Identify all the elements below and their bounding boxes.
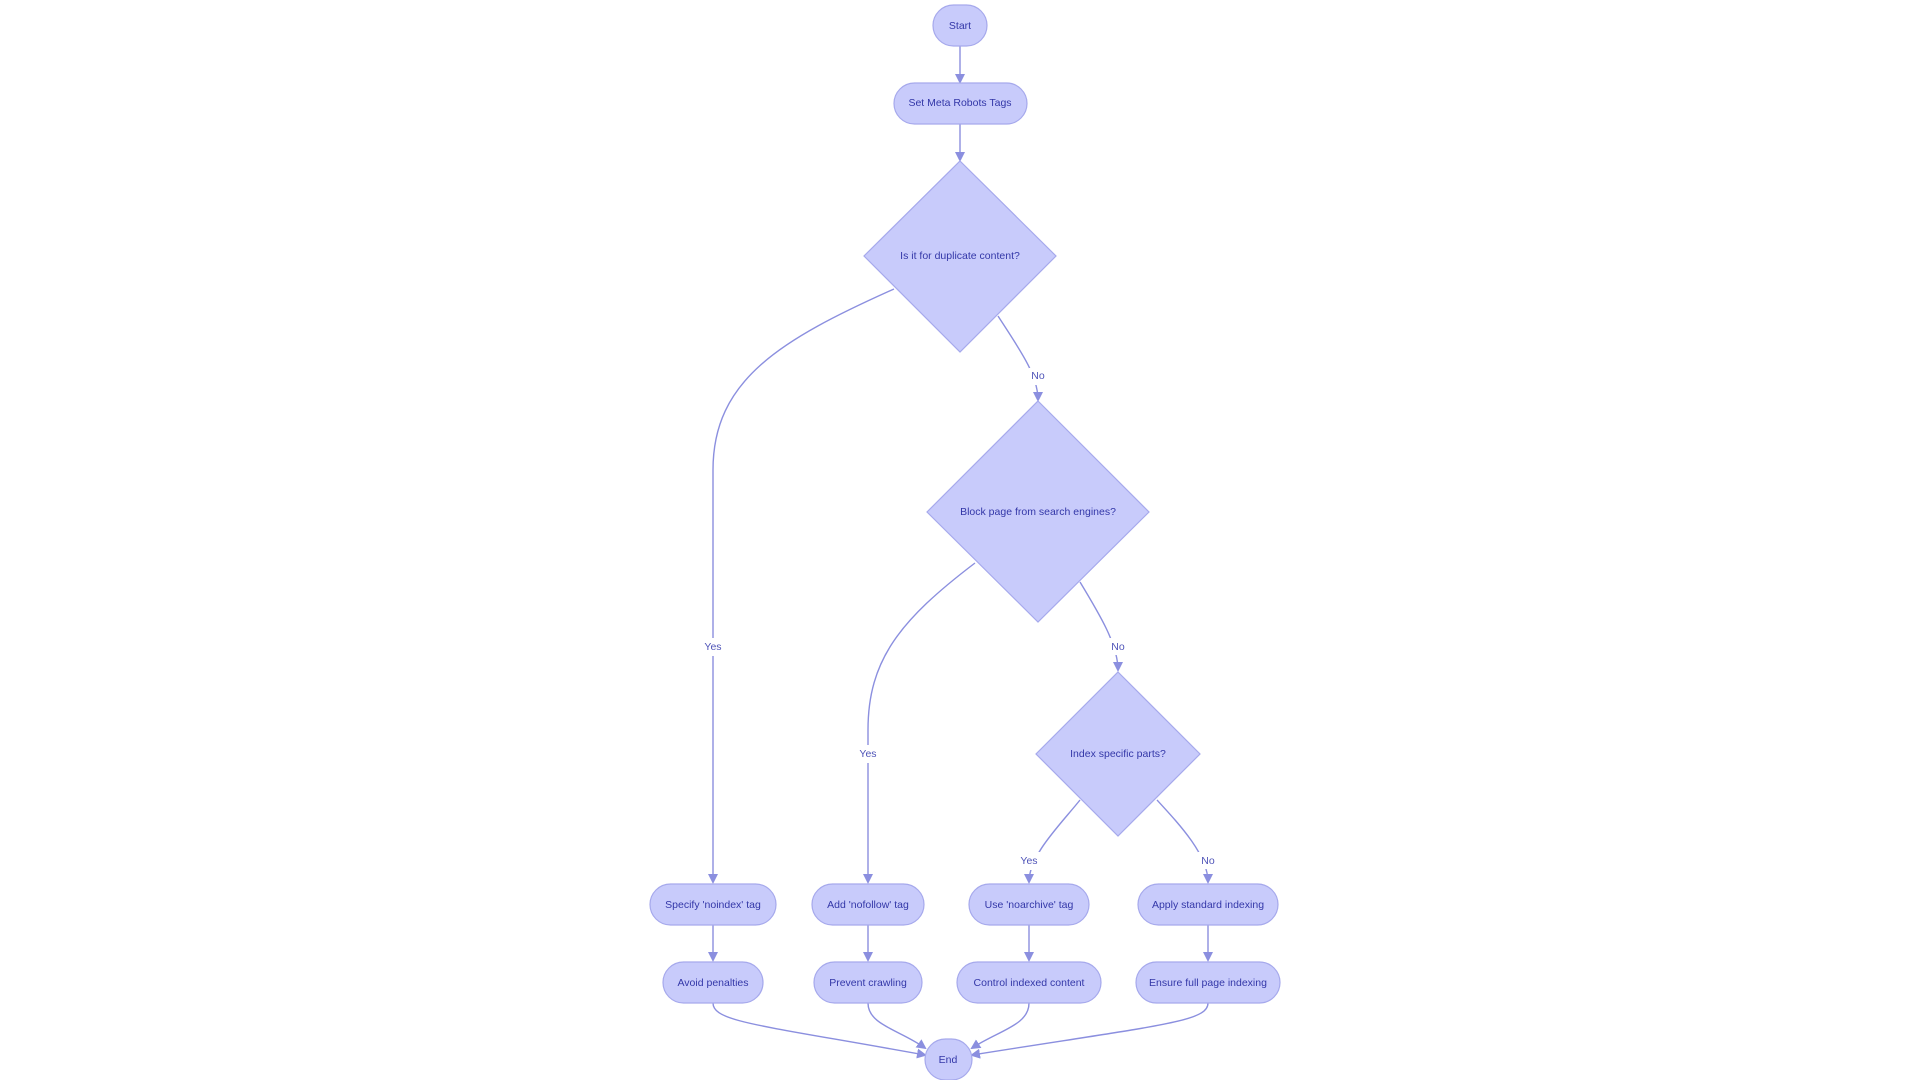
edge-label-dup-no: No xyxy=(1029,368,1049,385)
node-duplicate-content-decision[interactable]: Is it for duplicate content? xyxy=(863,160,1057,353)
edge-block-page-no xyxy=(1079,581,1123,672)
node-standard-indexing[interactable]: Apply standard indexing xyxy=(1137,883,1279,926)
edge-label-parts-no: No xyxy=(1198,852,1218,869)
node-set-meta-robots-tags[interactable]: Set Meta Robots Tags xyxy=(893,82,1028,125)
edge-index-parts-yes xyxy=(1024,799,1081,884)
node-standard-indexing-label: Apply standard indexing xyxy=(1152,899,1264,911)
edge-label-block-no-text: No xyxy=(1111,641,1125,653)
edge-label-block-yes: Yes xyxy=(855,745,881,763)
node-nofollow-tag[interactable]: Add 'nofollow' tag xyxy=(811,883,925,926)
node-noarchive-tag-label: Use 'noarchive' tag xyxy=(985,899,1074,911)
node-index-parts-decision-label: Index specific parts? xyxy=(1070,748,1166,760)
node-full-page-indexing-label: Ensure full page indexing xyxy=(1149,977,1267,989)
node-start[interactable]: Start xyxy=(932,4,988,47)
edge-index-parts-no xyxy=(1156,799,1213,884)
node-block-page-decision[interactable]: Block page from search engines? xyxy=(926,400,1150,623)
edge-label-block-yes-text: Yes xyxy=(859,748,876,760)
edge-label-parts-no-text: No xyxy=(1201,855,1215,867)
edge-label-dup-yes: Yes xyxy=(700,638,726,656)
node-prevent-crawling[interactable]: Prevent crawling xyxy=(813,961,923,1004)
edge-label-dup-yes-text: Yes xyxy=(704,641,721,653)
nodes: Start Set Meta Robots Tags Is it for dup… xyxy=(649,4,1281,1080)
node-avoid-penalties[interactable]: Avoid penalties xyxy=(662,961,764,1004)
node-control-indexed-content[interactable]: Control indexed content xyxy=(956,961,1102,1004)
node-start-label: Start xyxy=(949,20,971,32)
edge-avoid-to-end xyxy=(712,1002,927,1059)
node-end-label: End xyxy=(939,1054,958,1066)
node-nofollow-tag-label: Add 'nofollow' tag xyxy=(827,899,909,911)
edge-prevent-to-end xyxy=(867,1002,927,1050)
edge-block-page-yes xyxy=(863,562,976,884)
edge-label-block-no: No xyxy=(1108,638,1128,655)
node-avoid-penalties-label: Avoid penalties xyxy=(677,977,748,989)
node-duplicate-content-decision-label: Is it for duplicate content? xyxy=(900,250,1020,262)
edge-full-to-end xyxy=(970,1002,1209,1059)
node-end[interactable]: End xyxy=(924,1038,973,1080)
edge-control-to-end xyxy=(970,1002,1030,1050)
node-block-page-decision-label: Block page from search engines? xyxy=(960,506,1116,518)
node-noindex-tag[interactable]: Specify 'noindex' tag xyxy=(649,883,777,926)
node-set-meta-robots-tags-label: Set Meta Robots Tags xyxy=(908,97,1011,109)
edges xyxy=(708,46,1213,1059)
edge-dup-content-yes xyxy=(708,288,895,884)
edge-dup-content-no xyxy=(997,315,1043,402)
edge-label-parts-yes-text: Yes xyxy=(1020,855,1037,867)
node-prevent-crawling-label: Prevent crawling xyxy=(829,977,907,989)
node-noarchive-tag[interactable]: Use 'noarchive' tag xyxy=(968,883,1090,926)
node-noindex-tag-label: Specify 'noindex' tag xyxy=(665,899,761,911)
node-full-page-indexing[interactable]: Ensure full page indexing xyxy=(1135,961,1281,1004)
node-index-parts-decision[interactable]: Index specific parts? xyxy=(1035,671,1201,837)
edge-label-parts-yes: Yes xyxy=(1016,852,1042,870)
node-control-indexed-content-label: Control indexed content xyxy=(974,977,1085,989)
edge-label-dup-no-text: No xyxy=(1031,370,1045,382)
edge-labels: Yes No Yes No Yes No xyxy=(700,368,1218,870)
